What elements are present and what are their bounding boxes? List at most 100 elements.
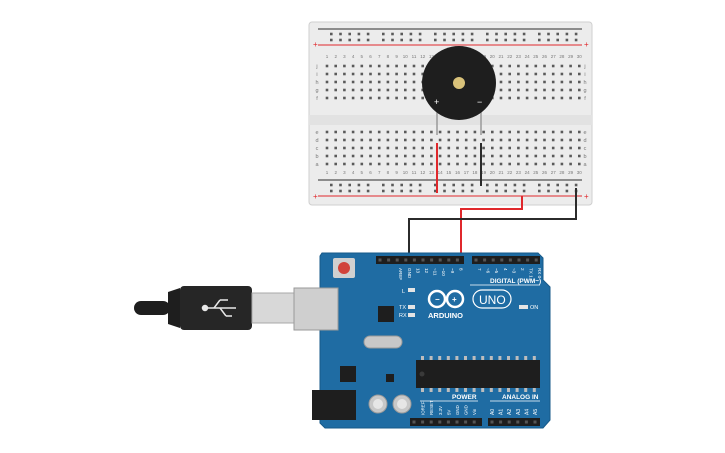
terminal-hole[interactable] [343,80,346,84]
terminal-hole[interactable] [543,146,546,150]
terminal-hole[interactable] [421,154,424,158]
rail-hole[interactable] [547,38,550,42]
terminal-hole[interactable] [543,130,546,134]
terminal-hole[interactable] [438,138,442,142]
terminal-hole[interactable] [430,138,433,142]
rail-hole[interactable] [522,32,526,36]
rail-hole[interactable] [461,38,465,42]
terminal-hole[interactable] [404,162,407,166]
rail-hole[interactable] [452,38,455,42]
terminal-hole[interactable] [360,72,364,76]
rail-hole[interactable] [565,38,569,42]
terminal-hole[interactable] [508,146,511,150]
terminal-hole[interactable] [543,64,546,68]
terminal-hole[interactable] [438,146,442,150]
terminal-hole[interactable] [377,154,381,158]
rail-hole[interactable] [486,189,489,193]
rail-hole[interactable] [461,32,465,36]
terminal-hole[interactable] [482,146,485,150]
header-pin[interactable] [455,258,459,262]
reset-button[interactable] [338,262,350,274]
terminal-hole[interactable] [525,64,529,68]
rail-hole[interactable] [522,183,526,187]
terminal-hole[interactable] [343,154,346,158]
header-pin[interactable] [446,420,450,424]
terminal-hole[interactable] [551,130,555,134]
rail-hole[interactable] [504,32,507,36]
header-pin[interactable] [499,420,503,424]
terminal-hole[interactable] [386,64,390,68]
rail-hole[interactable] [348,183,351,187]
rail-hole[interactable] [547,183,550,187]
terminal-hole[interactable] [499,154,503,158]
terminal-hole[interactable] [578,80,581,84]
terminal-hole[interactable] [395,130,398,134]
terminal-hole[interactable] [334,80,337,84]
terminal-hole[interactable] [386,154,390,158]
rail-hole[interactable] [470,183,474,187]
terminal-hole[interactable] [517,146,520,150]
terminal-hole[interactable] [517,80,520,84]
terminal-hole[interactable] [430,130,433,134]
terminal-hole[interactable] [525,88,529,92]
terminal-hole[interactable] [395,154,398,158]
terminal-hole[interactable] [569,130,572,134]
terminal-hole[interactable] [508,88,511,92]
terminal-hole[interactable] [543,72,546,76]
terminal-hole[interactable] [351,146,355,150]
header-pin[interactable] [404,258,408,262]
terminal-hole[interactable] [395,138,398,142]
terminal-hole[interactable] [578,88,581,92]
terminal-hole[interactable] [395,64,398,68]
rail-hole[interactable] [382,183,385,187]
terminal-hole[interactable] [377,88,381,92]
terminal-hole[interactable] [377,162,381,166]
terminal-hole[interactable] [386,162,390,166]
terminal-hole[interactable] [569,88,572,92]
terminal-hole[interactable] [395,88,398,92]
terminal-hole[interactable] [499,146,503,150]
rail-hole[interactable] [504,38,507,42]
terminal-hole[interactable] [569,80,572,84]
rail-hole[interactable] [574,32,578,36]
terminal-hole[interactable] [525,72,529,76]
header-pin[interactable] [447,258,451,262]
terminal-hole[interactable] [325,130,329,134]
rail-hole[interactable] [330,183,333,187]
terminal-hole[interactable] [377,146,381,150]
terminal-hole[interactable] [560,88,564,92]
rail-hole[interactable] [330,38,333,42]
terminal-hole[interactable] [369,130,372,134]
terminal-hole[interactable] [377,130,381,134]
terminal-hole[interactable] [560,72,564,76]
header-pin[interactable] [455,420,459,424]
terminal-hole[interactable] [534,96,538,100]
terminal-hole[interactable] [578,64,581,68]
header-pin[interactable] [490,420,494,424]
terminal-hole[interactable] [412,138,416,142]
terminal-hole[interactable] [560,162,564,166]
rail-hole[interactable] [434,32,437,36]
rail-hole[interactable] [400,38,403,42]
terminal-hole[interactable] [482,162,485,166]
terminal-hole[interactable] [543,138,546,142]
rail-hole[interactable] [565,32,569,36]
rail-hole[interactable] [513,189,517,193]
terminal-hole[interactable] [491,64,494,68]
header-pin[interactable] [526,258,530,262]
terminal-hole[interactable] [421,146,424,150]
terminal-hole[interactable] [534,80,538,84]
header-pin[interactable] [500,258,504,262]
terminal-hole[interactable] [525,138,529,142]
rail-hole[interactable] [522,189,526,193]
terminal-hole[interactable] [569,154,572,158]
terminal-hole[interactable] [534,64,538,68]
header-pin[interactable] [421,258,425,262]
terminal-hole[interactable] [482,130,485,134]
rail-hole[interactable] [538,32,541,36]
rail-hole[interactable] [574,183,578,187]
terminal-hole[interactable] [569,96,572,100]
terminal-hole[interactable] [360,138,364,142]
terminal-hole[interactable] [343,138,346,142]
rail-hole[interactable] [339,38,342,42]
